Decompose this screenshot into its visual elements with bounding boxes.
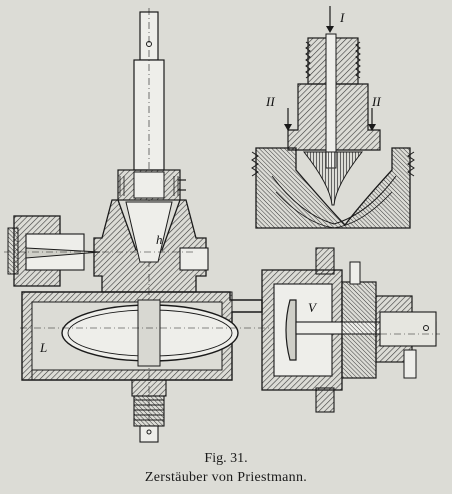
label-v: V — [308, 300, 318, 315]
label-l: L — [39, 340, 47, 355]
body-casting — [4, 199, 430, 443]
label-inlet-ii-right: II — [371, 94, 381, 109]
nozzle-cup — [255, 147, 411, 229]
nozzle-detail — [251, 6, 415, 229]
valve-housing — [261, 247, 440, 413]
figure-caption: Zerstäuber von Priestmann. — [144, 470, 308, 485]
atomizer-drawing: I II II h L V — [4, 6, 440, 443]
label-inlet-ii-left: II — [265, 94, 275, 109]
label-inlet-i: I — [339, 10, 345, 25]
spindle — [117, 8, 186, 440]
valve-disk — [285, 299, 297, 361]
figure-number: Fig. 31. — [204, 451, 248, 466]
label-h: h — [156, 232, 163, 247]
